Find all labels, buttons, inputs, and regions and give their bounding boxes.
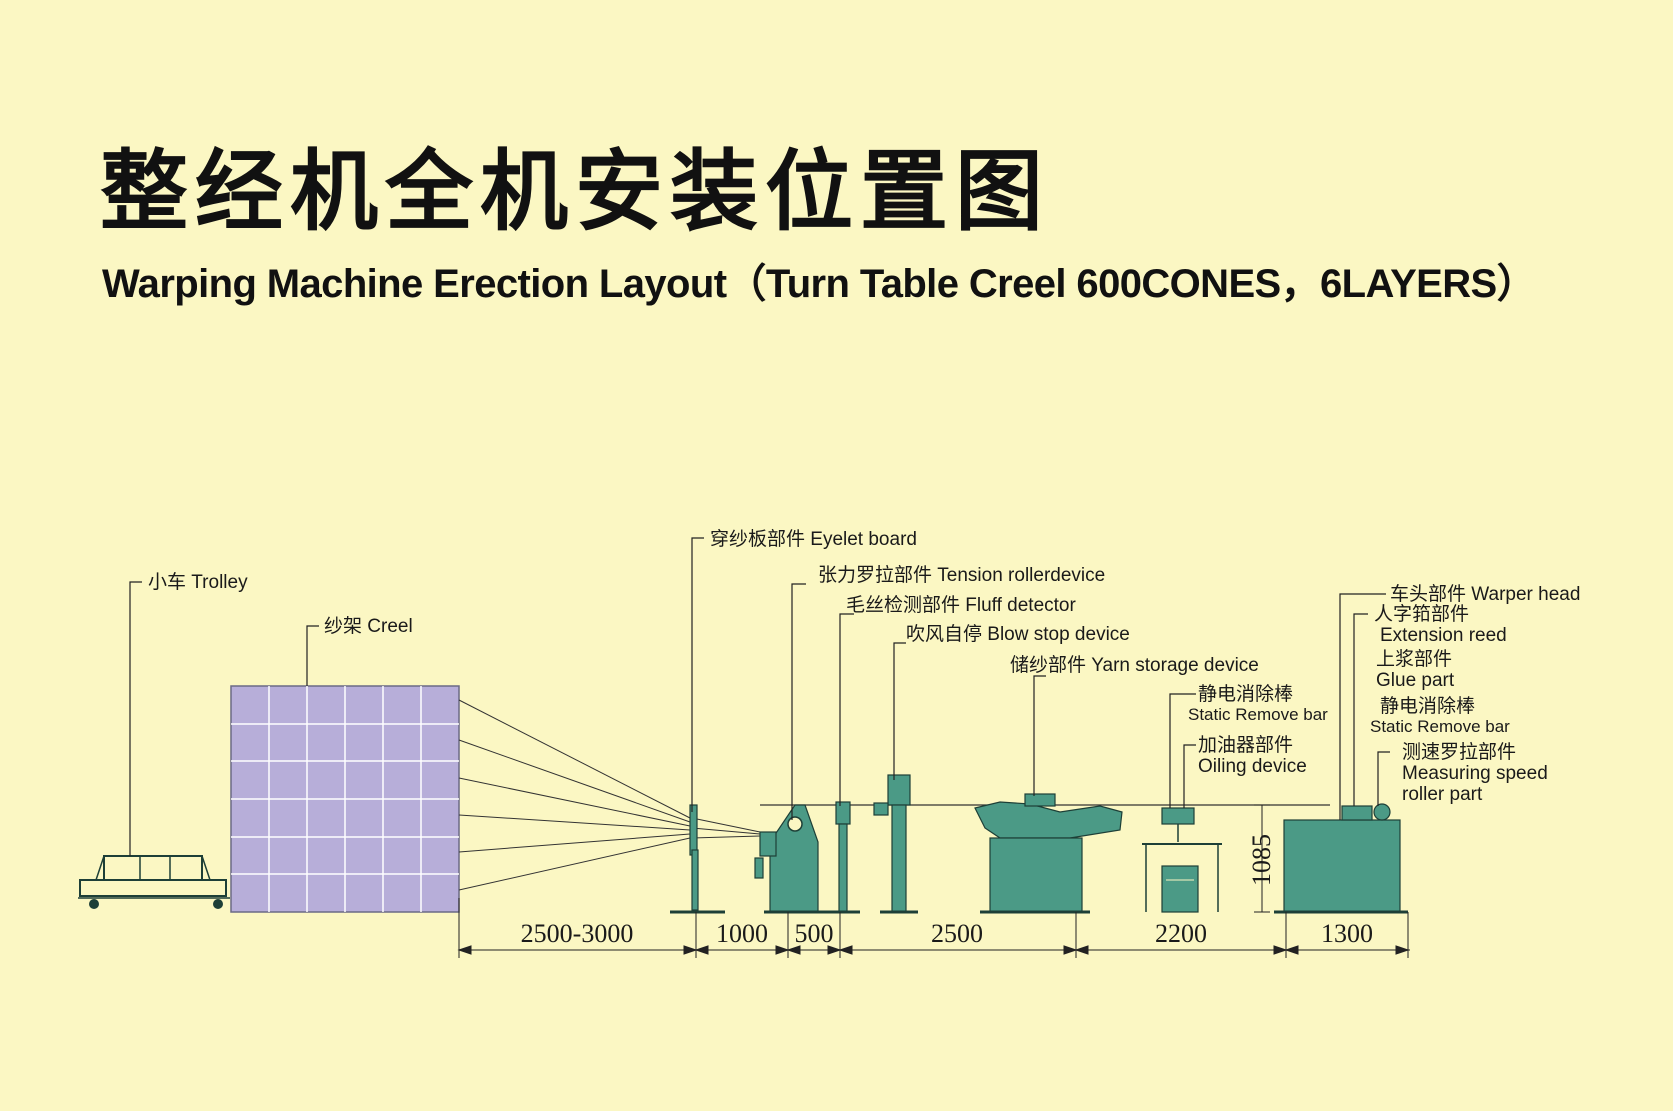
label-oiling-zh: 加油器部件 [1198,734,1293,756]
dim-head-width: 1300 [1321,919,1373,948]
label-static-bar-2-zh: 静电消除棒 [1380,695,1475,717]
label-glue-en: Glue part [1376,670,1455,691]
label-creel: 纱架 Creel [324,615,413,637]
eyelet-board [670,804,725,914]
yarn-lines [458,699,761,891]
height-dimension: 1085 [1247,804,1276,913]
label-static-bar-2-en: Static Remove bar [1370,717,1510,736]
trolley [78,855,230,909]
dim-eyelet-to-tension: 1000 [716,919,768,948]
title-chinese: 整经机全机安装位置图 [100,140,1051,243]
yarn-storage-device [974,793,1123,914]
warper-head [1274,803,1408,914]
label-oiling-en: Oiling device [1198,756,1307,777]
label-measure-zh: 测速罗拉部件 [1402,741,1516,763]
label-reed-en: Extension reed [1380,625,1507,646]
leader-lines [129,537,1390,856]
tension-roller-device [754,804,825,914]
dim-tension-to-fluff: 500 [795,919,834,948]
label-fluff-detector: 毛丝检测部件 Fluff detector [846,594,1076,616]
label-tension-roller: 张力罗拉部件 Tension rollerdevice [818,564,1105,586]
label-glue-zh: 上浆部件 [1376,648,1452,670]
label-static-bar-1-en: Static Remove bar [1188,705,1328,724]
label-measure-en-2: roller part [1402,784,1483,805]
dim-creel-to-eyelet: 2500-3000 [521,919,634,948]
label-yarn-storage: 储纱部件 Yarn storage device [1010,654,1259,676]
dimension-line [457,898,1410,958]
dim-fluff-to-storage: 2500 [931,919,983,948]
title-english: Warping Machine Erection Layout（Turn Tab… [102,262,1537,306]
height-dim-label: 1085 [1247,834,1276,886]
label-reed-zh: 人字筘部件 [1374,603,1469,625]
label-measure-en-1: Measuring speed [1402,763,1548,784]
fluff-detector [824,801,860,914]
label-blow-stop: 吹风自停 Blow stop device [906,623,1130,645]
oiling-device [1142,807,1222,913]
label-eyelet-board: 穿纱板部件 Eyelet board [710,528,917,550]
label-static-bar-1-zh: 静电消除棒 [1198,683,1293,705]
label-warper-head: 车头部件 Warper head [1390,583,1580,605]
label-trolley: 小车 Trolley [148,571,248,593]
dim-storage-to-head: 2200 [1155,919,1207,948]
creel [230,685,460,913]
blow-stop-device [873,774,918,914]
